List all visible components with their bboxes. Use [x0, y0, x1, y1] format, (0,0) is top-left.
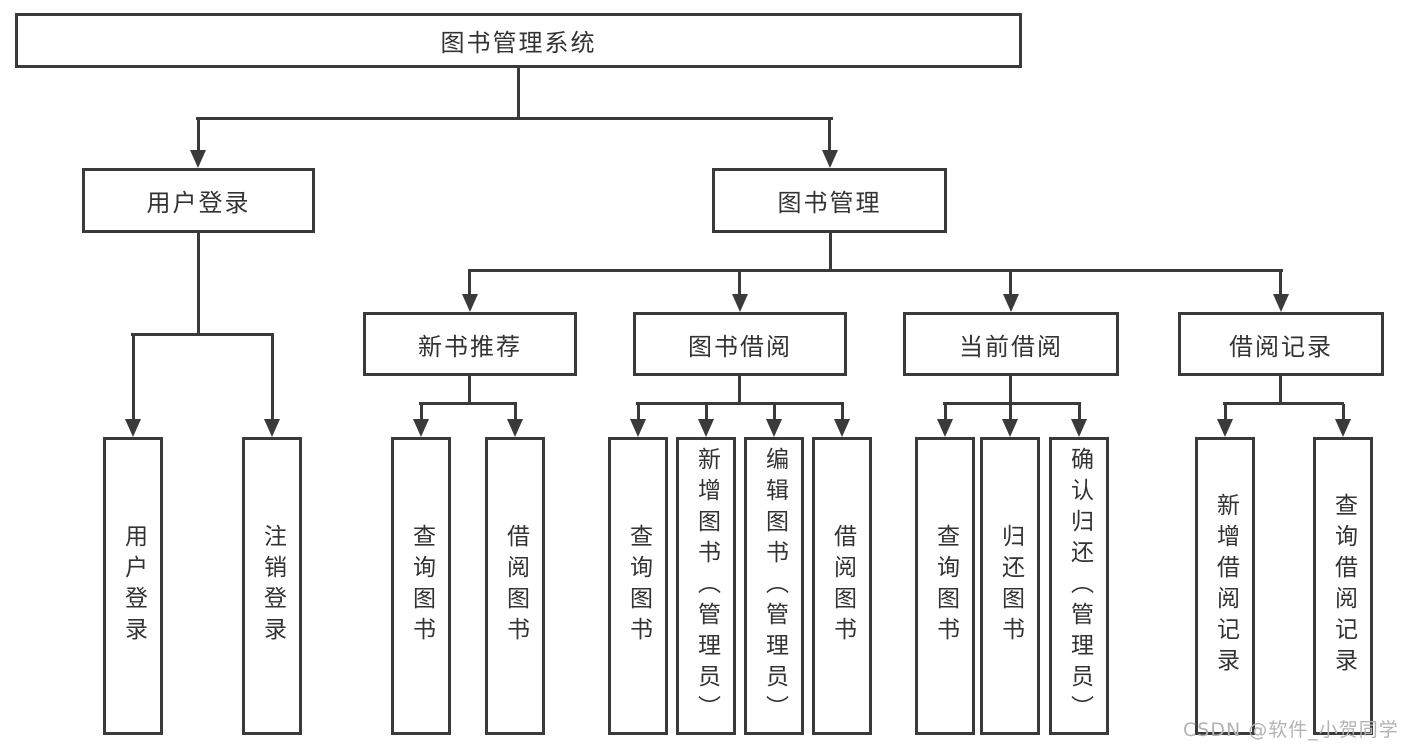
arrow-down-icon	[190, 150, 206, 168]
connector-v-line	[420, 404, 423, 421]
connector-v-line	[517, 68, 520, 120]
arrow-down-icon	[1003, 294, 1019, 312]
leaf-query-books-3: 查询图书	[915, 437, 975, 735]
connector-v-line	[1342, 404, 1345, 421]
leaf-add-books-admin: 新增图书（管理员）	[676, 437, 736, 735]
connector-v-line	[829, 233, 832, 272]
connector-v-line	[1224, 404, 1227, 421]
leaf-user-login-label: 用户登录	[120, 524, 147, 648]
arrow-down-icon	[1002, 419, 1018, 437]
leaf-query-books-1-label: 查询图书	[408, 524, 435, 648]
connector-v-line	[841, 404, 844, 421]
connector-h-line	[468, 269, 1283, 272]
arrow-down-icon	[1335, 419, 1351, 437]
connector-v-line	[197, 120, 200, 152]
connector-h-line	[131, 333, 274, 336]
leaf-query-borrow-record: 查询借阅记录	[1313, 437, 1373, 735]
connector-v-line	[828, 120, 831, 152]
leaf-logout-label: 注销登录	[259, 524, 286, 648]
arrow-down-icon	[732, 294, 748, 312]
leaf-borrow-books-1-label: 借阅图书	[502, 524, 529, 648]
arrow-down-icon	[698, 419, 714, 437]
arrow-down-icon	[766, 419, 782, 437]
leaf-query-borrow-record-label: 查询借阅记录	[1330, 493, 1357, 679]
node-book-management-label: 图书管理	[777, 189, 882, 217]
leaf-query-books-1: 查询图书	[391, 437, 451, 735]
connector-v-line	[468, 272, 471, 296]
connector-v-line	[738, 376, 741, 405]
node-borrow-records-label: 借阅记录	[1229, 332, 1333, 361]
connector-h-line	[196, 117, 833, 120]
connector-v-line	[738, 272, 741, 296]
node-current-borrow-label: 当前借阅	[959, 332, 1063, 361]
leaf-query-books-2-label: 查询图书	[625, 524, 652, 648]
leaf-add-borrow-record-label: 新增借阅记录	[1212, 493, 1239, 679]
leaf-user-login: 用户登录	[103, 437, 163, 735]
leaf-edit-books-admin-label: 编辑图书（管理员）	[761, 446, 788, 726]
arrow-down-icon	[462, 294, 478, 312]
arrow-down-icon	[1217, 419, 1233, 437]
node-book-borrow-label: 图书借阅	[688, 332, 792, 361]
connector-h-line	[419, 402, 517, 405]
connector-v-line	[1078, 404, 1081, 421]
node-book-management: 图书管理	[712, 168, 947, 233]
node-book-borrow: 图书借阅	[633, 312, 847, 376]
arrow-down-icon	[937, 419, 953, 437]
connector-v-line	[773, 404, 776, 421]
arrow-down-icon	[1071, 419, 1087, 437]
connector-v-line	[514, 404, 517, 421]
connector-v-line	[1279, 272, 1282, 296]
connector-v-line	[1009, 272, 1012, 296]
arrow-down-icon	[834, 419, 850, 437]
node-root: 图书管理系统	[15, 13, 1022, 68]
arrow-down-icon	[413, 419, 429, 437]
leaf-edit-books-admin: 编辑图书（管理员）	[744, 437, 804, 735]
node-current-borrow: 当前借阅	[903, 312, 1119, 376]
node-user-login: 用户登录	[82, 168, 315, 233]
arrow-down-icon	[507, 419, 523, 437]
leaf-confirm-return-admin: 确认归还（管理员）	[1049, 437, 1109, 735]
arrow-down-icon	[630, 419, 646, 437]
connector-v-line	[944, 404, 947, 421]
leaf-logout: 注销登录	[242, 437, 302, 735]
leaf-add-books-admin-label: 新增图书（管理员）	[693, 446, 720, 726]
leaf-return-books: 归还图书	[980, 437, 1040, 735]
connector-v-line	[1009, 404, 1012, 421]
arrow-down-icon	[264, 419, 280, 437]
leaf-add-borrow-record: 新增借阅记录	[1195, 437, 1255, 735]
connector-v-line	[468, 376, 471, 405]
connector-h-line	[636, 402, 844, 405]
leaf-query-books-3-label: 查询图书	[932, 524, 959, 648]
connector-v-line	[1279, 376, 1282, 405]
leaf-query-books-2: 查询图书	[608, 437, 668, 735]
arrow-down-icon	[822, 150, 838, 168]
node-new-book-recommend: 新书推荐	[363, 312, 577, 376]
leaf-borrow-books-2-label: 借阅图书	[829, 524, 856, 648]
connector-v-line	[637, 404, 640, 421]
node-root-label: 图书管理系统	[440, 29, 597, 57]
connector-h-line	[943, 402, 1081, 405]
connector-v-line	[1009, 376, 1012, 405]
csdn-watermark: CSDN @软件_小贺同学	[1183, 719, 1399, 741]
leaf-confirm-return-admin-label: 确认归还（管理员）	[1066, 446, 1093, 726]
leaf-return-books-label: 归还图书	[997, 524, 1024, 648]
node-new-book-recommend-label: 新书推荐	[418, 332, 522, 361]
node-borrow-records: 借阅记录	[1178, 312, 1384, 376]
arrow-down-icon	[125, 419, 141, 437]
connector-h-line	[1223, 402, 1344, 405]
connector-v-line	[132, 336, 135, 420]
node-user-login-label: 用户登录	[146, 189, 251, 217]
leaf-borrow-books-1: 借阅图书	[485, 437, 545, 735]
connector-v-line	[271, 336, 274, 420]
connector-v-line	[197, 233, 200, 334]
arrow-down-icon	[1273, 294, 1289, 312]
leaf-borrow-books-2: 借阅图书	[812, 437, 872, 735]
connector-v-line	[705, 404, 708, 421]
